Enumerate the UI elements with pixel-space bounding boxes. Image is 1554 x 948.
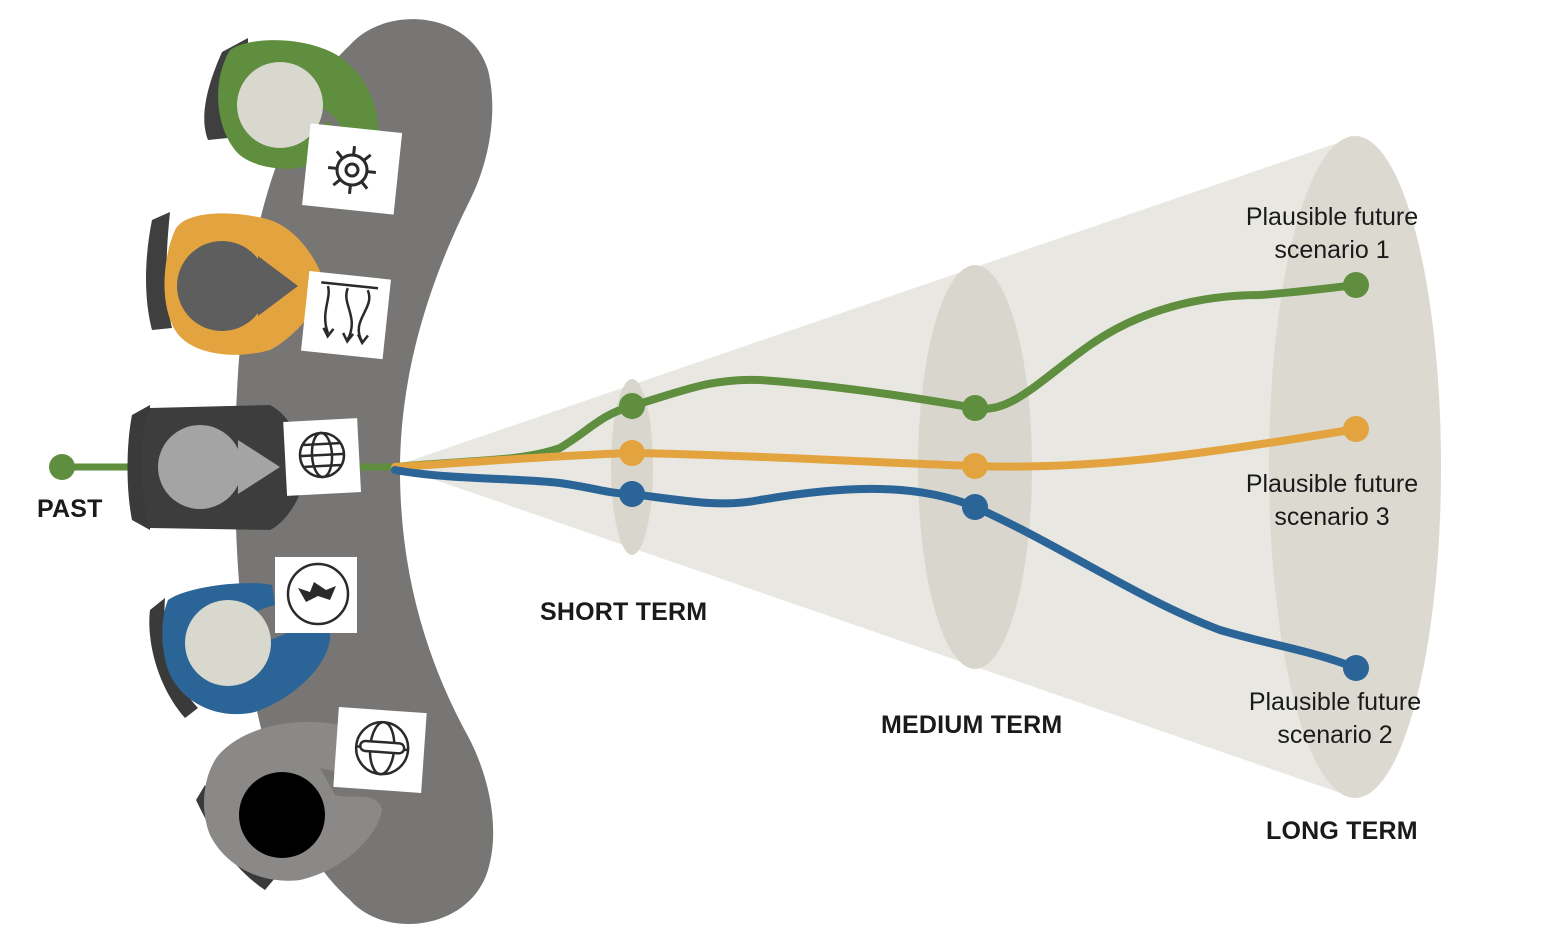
short-term-label: SHORT TERM <box>540 598 707 627</box>
node-blue-medium <box>962 494 988 520</box>
card-gear <box>302 123 402 214</box>
head <box>185 600 271 686</box>
scenario-2-label: Plausible future scenario 2 <box>1205 686 1465 752</box>
node-blue-long <box>1343 655 1369 681</box>
scenario-2-line1: Plausible future <box>1205 686 1465 719</box>
scenario-3-line2: scenario 3 <box>1202 501 1462 534</box>
long-term-label: LONG TERM <box>1266 817 1418 846</box>
head <box>158 425 242 509</box>
scenario-1-label: Plausible future scenario 1 <box>1202 201 1462 267</box>
card-globe-gear <box>283 418 361 496</box>
medium-term-label: MEDIUM TERM <box>881 711 1062 740</box>
node-orange-short <box>619 440 645 466</box>
scenario-1-line2: scenario 1 <box>1202 234 1462 267</box>
node-orange-long <box>1343 416 1369 442</box>
node-green-medium <box>962 395 988 421</box>
person-dark <box>128 405 308 530</box>
past-label: PAST <box>37 495 103 524</box>
head <box>177 241 267 331</box>
card-cracked-earth <box>275 557 357 633</box>
node-green-long <box>1343 272 1369 298</box>
scenario-3-label: Plausible future scenario 3 <box>1202 468 1462 534</box>
scenario-1-line1: Plausible future <box>1202 201 1462 234</box>
scenario-2-line2: scenario 2 <box>1205 719 1465 752</box>
node-blue-short <box>619 481 645 507</box>
node-orange-medium <box>962 453 988 479</box>
head <box>239 772 325 858</box>
card-branches <box>301 271 391 359</box>
node-green-short <box>619 393 645 419</box>
card-globe-thermometer <box>333 707 426 793</box>
scenario-3-line1: Plausible future <box>1202 468 1462 501</box>
past-dot <box>49 454 75 480</box>
